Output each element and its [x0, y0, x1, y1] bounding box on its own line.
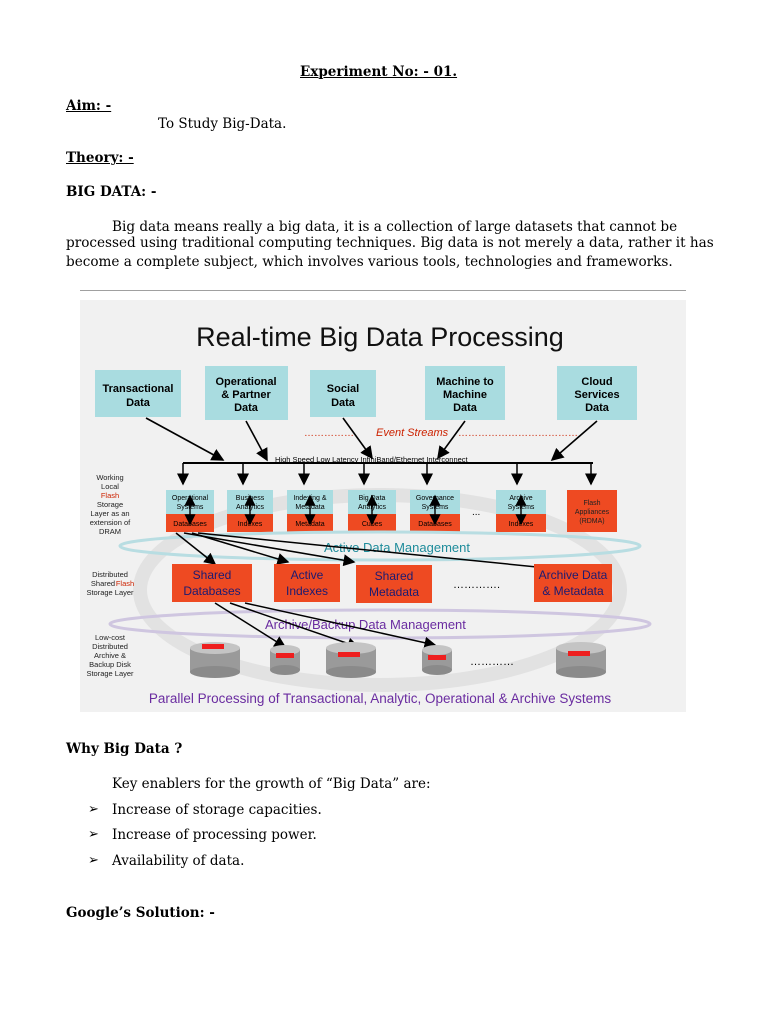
svg-text:Machine to: Machine to: [436, 376, 494, 388]
svg-text:Active: Active: [291, 568, 324, 582]
svg-text:DRAM: DRAM: [99, 527, 121, 536]
svg-text:Working: Working: [96, 473, 123, 482]
svg-text:& Metadata: & Metadata: [542, 584, 604, 598]
svg-text:Backup Disk: Backup Disk: [89, 660, 131, 669]
svg-text:(RDMA): (RDMA): [579, 518, 604, 525]
arrow-machine: [437, 420, 466, 460]
enablers-intro: Key enablers for the growth of “Big Data…: [112, 776, 431, 792]
bullet-arrow-icon: ➢: [88, 802, 99, 817]
svg-text:Data: Data: [331, 397, 356, 409]
bullet-item: Increase of storage capacities.: [112, 802, 322, 818]
disk-cylinder-3: [326, 642, 376, 678]
svg-text:Low-cost: Low-cost: [95, 633, 126, 642]
bullet-arrow-icon: ➢: [88, 827, 99, 842]
svg-text:Indexes: Indexes: [286, 584, 328, 598]
paragraph-line-2: processed using traditional computing te…: [66, 235, 714, 251]
svg-text:Metadata: Metadata: [369, 585, 419, 599]
event-streams-label: Event Streams: [376, 427, 449, 439]
svg-text:Flash: Flash: [116, 579, 134, 588]
svg-text:& Partner: & Partner: [221, 389, 271, 401]
layer-label-disk: Low-cost Distributed Archive & Backup Di…: [86, 633, 134, 678]
arrow-operational: [245, 420, 268, 462]
svg-text:Archive Data: Archive Data: [539, 568, 608, 582]
event-streams-dots-right: ………………………………: [458, 428, 578, 439]
system-bidirectional-arrows: [184, 494, 527, 526]
svg-text:Cloud: Cloud: [581, 376, 612, 388]
svg-text:Shared: Shared: [193, 568, 232, 582]
archive-backup-management-label: Archive/Backup Data Management: [265, 617, 466, 632]
disk-flow-arrows: [214, 602, 437, 650]
googles-solution-heading: Google’s Solution: -: [66, 905, 215, 921]
horizontal-rule: [80, 290, 686, 291]
archive-data-metadata-box: Archive Data & Metadata: [534, 564, 612, 602]
flash-appliances: Flash Appliances (RDMA): [567, 490, 617, 532]
interconnect-label: High Speed Low Latency InfiniBand/Ethern…: [275, 455, 469, 464]
active-data-management-label: Active Data Management: [324, 540, 470, 555]
source-cloud-services: Cloud Services Data: [557, 366, 637, 420]
experiment-title: Experiment No: - 01.: [300, 64, 458, 80]
bullet-arrow-icon: ➢: [88, 853, 99, 868]
svg-text:Shared: Shared: [375, 569, 414, 583]
svg-text:Distributed: Distributed: [92, 642, 128, 651]
theory-label: Theory: -: [66, 150, 134, 166]
layer-label-flash: Working Local Flash Storage Layer as an …: [90, 473, 131, 536]
disk-cylinder-2: [270, 645, 300, 675]
svg-text:Transactional: Transactional: [103, 383, 174, 395]
shared-databases-box: Shared Databases: [172, 564, 252, 602]
disk-cylinder-4: [422, 645, 452, 675]
diagram-title: Real-time Big Data Processing: [196, 322, 564, 352]
svg-text:Storage: Storage: [97, 500, 123, 509]
big-data-processing-diagram: Real-time Big Data Processing Transactio…: [80, 300, 686, 712]
svg-text:Social: Social: [327, 383, 359, 395]
svg-text:Data: Data: [453, 402, 478, 414]
svg-text:Storage Layer: Storage Layer: [86, 588, 134, 597]
archive-mgmt-ring: [108, 608, 652, 640]
svg-text:Databases: Databases: [183, 584, 240, 598]
layer-label-shared: Distributed Shared Flash Storage Layer: [86, 570, 134, 597]
source-machine-to-machine: Machine to Machine Data: [425, 366, 505, 420]
arrow-cloud: [550, 420, 598, 462]
bullet-item: Availability of data.: [112, 853, 245, 869]
paragraph-line-3: become a complete subject, which involve…: [66, 254, 673, 270]
active-mgmt-ring: [118, 530, 642, 562]
svg-text:Machine: Machine: [443, 389, 487, 401]
svg-text:Layer as an: Layer as an: [90, 509, 129, 518]
svg-text:Archive &: Archive &: [94, 651, 126, 660]
aim-label: Aim: -: [66, 98, 112, 114]
shared-metadata-box: Shared Metadata: [356, 565, 432, 603]
source-social: Social Data: [310, 370, 376, 417]
svg-text:Data: Data: [234, 402, 259, 414]
bullet-item: Increase of processing power.: [112, 827, 317, 843]
svg-text:Operational: Operational: [215, 376, 276, 388]
svg-text:Appliances: Appliances: [575, 509, 610, 516]
arrow-transactional: [145, 417, 225, 461]
paragraph-line-1: Big data means really a big data, it is …: [112, 219, 678, 235]
systems-ellipsis: ...: [472, 507, 480, 518]
disk-cylinder-1: [190, 642, 240, 678]
active-indexes-box: Active Indexes: [274, 564, 340, 602]
disk-cylinder-5: [556, 642, 606, 678]
svg-text:Flash: Flash: [101, 491, 119, 500]
svg-text:Distributed: Distributed: [92, 570, 128, 579]
svg-text:Shared: Shared: [91, 579, 115, 588]
why-big-data-heading: Why Big Data ?: [66, 741, 183, 757]
event-streams-dots-left: ……………: [304, 428, 354, 439]
svg-text:Services: Services: [574, 389, 619, 401]
diagram-footer: Parallel Processing of Transactional, An…: [149, 691, 611, 706]
svg-text:extension of: extension of: [90, 518, 131, 527]
svg-text:Local: Local: [101, 482, 119, 491]
source-transactional: Transactional Data: [95, 370, 181, 417]
bigdata-label: BIG DATA: -: [66, 184, 157, 200]
svg-text:Data: Data: [126, 397, 151, 409]
svg-text:Data: Data: [585, 402, 610, 414]
svg-text:Flash: Flash: [583, 500, 600, 507]
shared-ellipsis: ………….: [453, 579, 500, 591]
arrow-social: [342, 417, 373, 460]
svg-text:Storage Layer: Storage Layer: [86, 669, 134, 678]
aim-text: To Study Big-Data.: [158, 116, 287, 132]
disk-ellipsis: …………: [470, 656, 514, 668]
source-operational-partner: Operational & Partner Data: [205, 366, 288, 420]
